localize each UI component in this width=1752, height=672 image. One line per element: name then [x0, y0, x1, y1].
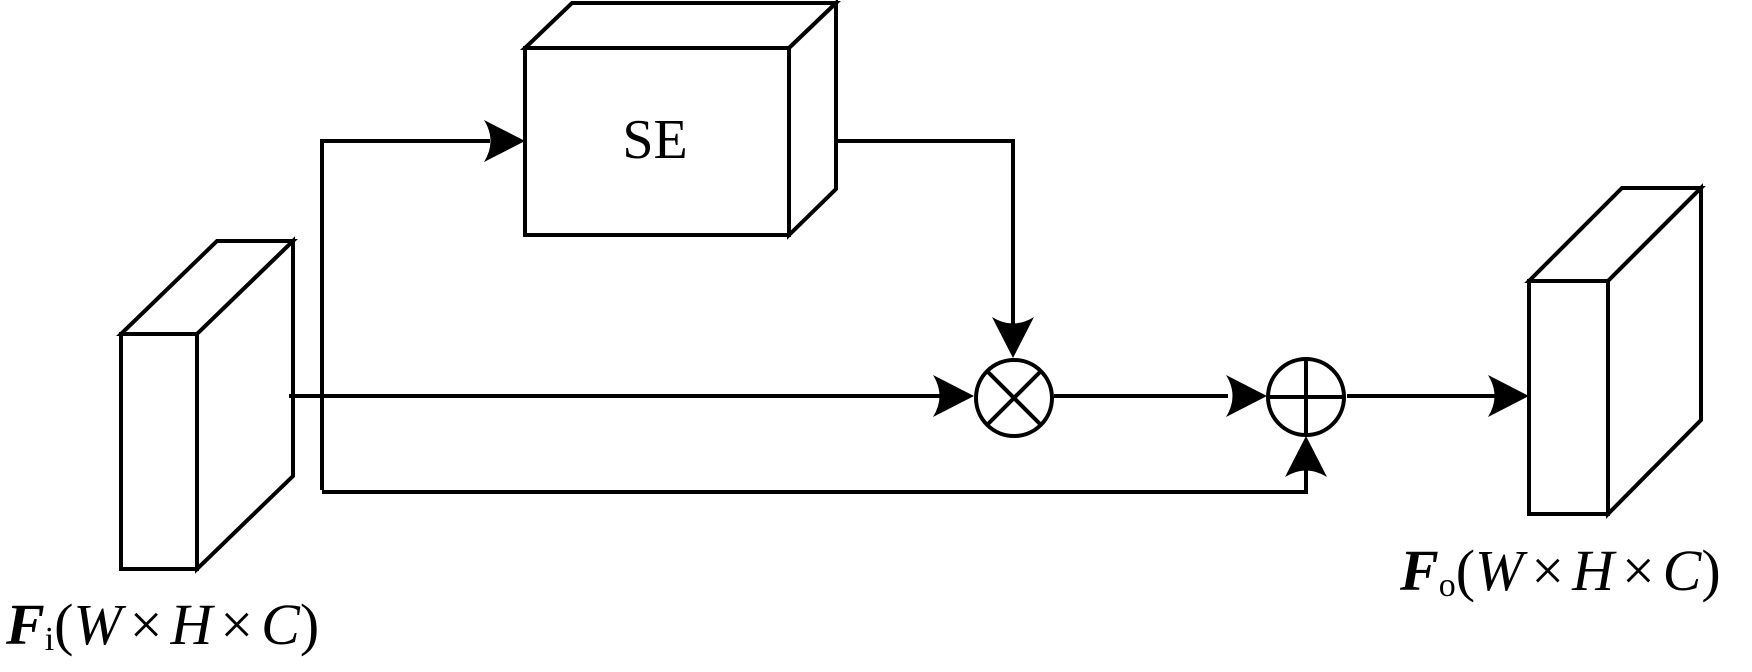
se-output-line — [836, 139, 1015, 325]
arrow-into-add — [1226, 375, 1267, 417]
se-block: SE — [520, 0, 841, 240]
arrow-se-into-multiply — [992, 317, 1034, 358]
output-feature-map — [1524, 183, 1706, 519]
output-tensor-label: Fo(W×H×C) — [1399, 538, 1721, 604]
se-cuboid-top — [520, 0, 841, 50]
input-tensor-label: Fi(W×H×C) — [5, 592, 319, 658]
arrow-into-se — [484, 120, 525, 162]
input-cuboid-front — [119, 332, 199, 571]
se-branch-line — [320, 139, 490, 490]
output-cuboid-front — [1527, 279, 1610, 516]
arrow-skip-into-add — [1285, 436, 1327, 477]
input-feature-map — [116, 236, 298, 574]
connections — [289, 139, 1498, 494]
multiply-cross-b — [985, 369, 1043, 427]
multiply-operator-icon — [974, 358, 1054, 438]
se-cuboid-front — [523, 46, 791, 237]
arrow-into-output — [1488, 375, 1529, 417]
arrow-into-multiply — [933, 375, 974, 417]
arrowheads — [484, 120, 1529, 477]
skip-connection-line — [322, 445, 1308, 494]
add-operator-icon — [1266, 357, 1346, 437]
se-label: SE — [622, 109, 687, 171]
